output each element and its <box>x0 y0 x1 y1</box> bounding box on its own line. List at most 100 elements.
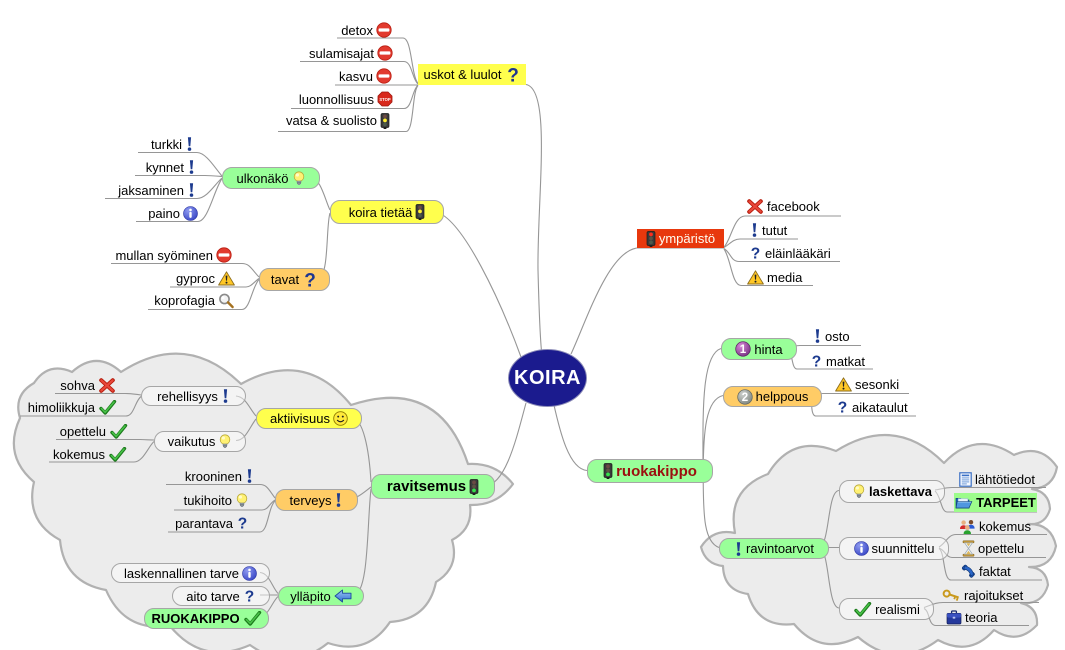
briefcase-icon <box>946 609 962 625</box>
node-parantava[interactable]: parantava ? <box>139 515 249 531</box>
svg-text:?: ? <box>238 515 247 531</box>
node-tavat[interactable]: tavat ? <box>259 268 330 291</box>
node-koprofagia[interactable]: koprofagia <box>105 292 235 309</box>
node-label: TARPEET <box>976 495 1036 510</box>
exclamation-icon <box>334 492 343 508</box>
traffic-light-icon <box>603 463 613 479</box>
node-tutut[interactable]: tutut <box>750 222 840 238</box>
node-elainlaakari[interactable]: ? eläinlääkäri <box>749 245 859 261</box>
question-mark-icon: ? <box>810 353 823 369</box>
node-aito-tarve[interactable]: aito tarve ? <box>172 586 270 606</box>
node-label: hinta <box>754 341 783 357</box>
node-label: laskennallinen tarve <box>124 565 239 581</box>
node-label: ravitsemus <box>386 478 467 495</box>
node-label: tukihoito <box>183 493 232 508</box>
check-icon <box>109 423 128 439</box>
warning-icon <box>747 269 764 285</box>
node-realismi[interactable]: realismi <box>839 598 934 620</box>
node-faktat[interactable]: faktat <box>959 563 1039 580</box>
node-jaksaminen[interactable]: jaksaminen <box>66 182 196 198</box>
node-ruokakippo-iso[interactable]: RUOKAKIPPO <box>144 608 269 629</box>
node-sesonki[interactable]: sesonki <box>835 376 925 392</box>
node-vatsa-ja-suolisto[interactable]: vatsa & suolisto <box>250 112 390 129</box>
node-himoliikkuja[interactable]: himoliikkuja <box>7 400 117 415</box>
check-icon <box>243 611 262 626</box>
node-label: parantava <box>175 515 233 531</box>
node-gyproc[interactable]: gyproc <box>115 270 235 286</box>
node-aktiivisuus[interactable]: aktiivisuus <box>256 408 362 429</box>
node-tarpeet[interactable]: TARPEET <box>954 493 1037 512</box>
check-icon <box>853 601 872 617</box>
node-suunnittelu[interactable]: suunnittelu <box>839 537 949 560</box>
node-hinta[interactable]: 1 hinta <box>721 338 797 360</box>
root-node-koira[interactable]: KOIRA <box>508 349 587 407</box>
node-uskot-ja-luulot[interactable]: uskot & luulot ? <box>418 64 526 85</box>
node-label: uskot & luulot <box>423 67 502 82</box>
node-opettelu-oikea[interactable]: opettelu <box>962 540 1052 557</box>
warning-icon <box>218 270 235 286</box>
folder-icon <box>955 495 973 510</box>
red-cross-icon <box>98 378 116 393</box>
exclamation-icon <box>750 222 759 238</box>
node-label: mullan syöminen <box>115 247 213 263</box>
svg-text:?: ? <box>751 245 760 261</box>
traffic-light-icon <box>415 204 425 220</box>
node-detox[interactable]: detox <box>292 22 392 38</box>
node-osto[interactable]: osto <box>813 328 893 344</box>
node-label: lähtötiedot <box>975 471 1035 487</box>
node-turkki[interactable]: turkki <box>94 136 194 152</box>
node-tukihoito[interactable]: tukihoito <box>149 492 249 509</box>
exclamation-icon <box>185 136 194 152</box>
node-vaikutus[interactable]: vaikutus <box>154 431 246 452</box>
exclamation-icon <box>221 388 230 404</box>
node-lahtotiedot[interactable]: lähtötiedot <box>959 471 1059 487</box>
node-rehellisyys[interactable]: rehellisyys <box>141 386 246 406</box>
number-2-icon: 2 <box>736 388 753 405</box>
node-helppous[interactable]: 2 helppous <box>723 386 822 407</box>
node-mullan-syominen[interactable]: mullan syöminen <box>92 247 232 263</box>
node-label: vatsa & suolisto <box>285 113 377 128</box>
node-label: aktiivisuus <box>270 411 330 426</box>
node-paino[interactable]: paino <box>98 205 198 221</box>
node-label: terveys <box>289 492 332 508</box>
node-koira-tietaa[interactable]: koira tietää <box>330 200 444 224</box>
node-label: eläinlääkäri <box>765 245 831 261</box>
node-laskettava[interactable]: laskettava <box>839 480 945 503</box>
node-opettelu-vasen[interactable]: opettelu <box>28 423 128 439</box>
lightbulb-icon <box>852 484 866 499</box>
node-sulamisajat[interactable]: sulamisajat <box>273 45 393 61</box>
node-ymparisto[interactable]: ympäristö <box>637 229 724 248</box>
node-rajoitukset[interactable]: rajoitukset <box>942 587 1042 603</box>
node-kynnet[interactable]: kynnet <box>96 159 196 175</box>
node-sohva[interactable]: sohva <box>26 378 116 393</box>
node-label: osto <box>825 328 850 344</box>
node-kasvu[interactable]: kasvu <box>292 68 392 84</box>
node-terveys[interactable]: terveys <box>275 489 358 511</box>
node-yllapito[interactable]: ylläpito <box>278 586 364 606</box>
node-label: aikataulut <box>852 399 908 415</box>
info-icon <box>853 541 869 556</box>
node-teoria[interactable]: teoria <box>946 609 1036 625</box>
node-label: teoria <box>965 609 998 625</box>
node-label: luonnollisuus <box>298 91 374 107</box>
node-luonnollisuus[interactable]: luonnollisuus STOP <box>253 91 393 107</box>
node-kokemus-oikea[interactable]: kokemus <box>959 518 1059 534</box>
node-media[interactable]: media <box>747 269 847 285</box>
node-matkat[interactable]: ? matkat <box>810 353 900 369</box>
node-ruokakippo[interactable]: ruokakippo <box>587 459 713 483</box>
svg-text:1: 1 <box>740 344 747 356</box>
question-mark-icon: ? <box>836 399 849 415</box>
node-ravitsemus[interactable]: ravitsemus <box>371 474 495 499</box>
info-icon <box>183 205 198 221</box>
node-ravintoarvot[interactable]: ravintoarvot <box>719 538 829 559</box>
node-label: helppous <box>755 389 809 404</box>
node-kokemus-vasen[interactable]: kokemus <box>27 446 127 462</box>
node-laskennallinen-tarve[interactable]: laskennallinen tarve <box>111 563 270 583</box>
magnifier-icon <box>218 293 235 309</box>
node-facebook[interactable]: facebook <box>746 198 846 215</box>
node-krooninen[interactable]: krooninen <box>154 468 254 484</box>
node-aikataulut[interactable]: ? aikataulut <box>836 399 936 415</box>
node-ulkonako[interactable]: ulkonäkö <box>222 167 320 189</box>
